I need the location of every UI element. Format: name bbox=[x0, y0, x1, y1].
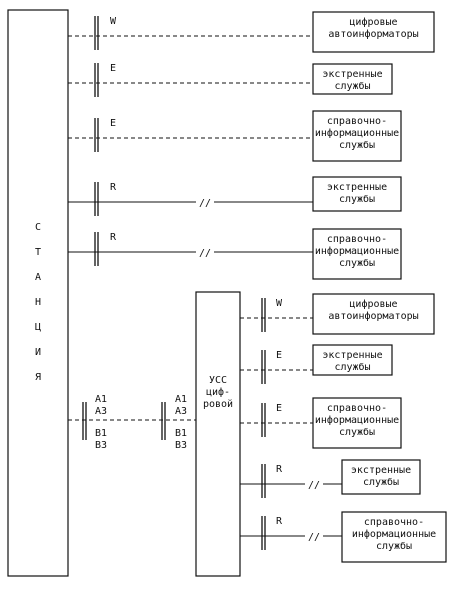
service-box-line: информационные bbox=[352, 528, 436, 540]
service-box bbox=[312, 344, 393, 376]
service-box bbox=[312, 110, 402, 162]
station-label: С Т А Н Ц И Я bbox=[35, 222, 41, 383]
service-box-line: автоинформаторы bbox=[328, 28, 418, 40]
station-letter: Н bbox=[35, 297, 41, 308]
port-label-usc: B1 bbox=[175, 428, 187, 439]
service-box-line: экстренные bbox=[322, 69, 382, 80]
branch-code: W bbox=[110, 16, 117, 27]
service-box-line: службы bbox=[376, 540, 412, 552]
usc-block bbox=[195, 291, 241, 577]
port-label-station: A3 bbox=[95, 406, 107, 417]
service-box-line: службы bbox=[334, 361, 370, 373]
branch-code: R bbox=[110, 182, 117, 193]
junction-bar bbox=[261, 350, 266, 384]
break-mark: // bbox=[308, 532, 320, 543]
service-box bbox=[312, 63, 393, 95]
station-letter: Я bbox=[35, 372, 41, 383]
junction-bar bbox=[94, 63, 99, 97]
service-box-line: информационные bbox=[315, 127, 399, 139]
port-label-usc: A3 bbox=[175, 406, 187, 417]
service-box-line: справочно- bbox=[327, 116, 387, 127]
service-box-line: автоинформаторы bbox=[328, 310, 418, 322]
service-box-line: цифровые bbox=[349, 298, 397, 310]
station-letter: Ц bbox=[35, 322, 41, 333]
station-letter: Т bbox=[35, 247, 41, 258]
break-mark: // bbox=[199, 198, 211, 209]
junction-bar bbox=[261, 516, 266, 550]
service-box-line: экстренные bbox=[322, 350, 382, 361]
port-label-station: B1 bbox=[95, 428, 107, 439]
port-label-usc: A1 bbox=[175, 394, 187, 405]
port-label-station: A1 bbox=[95, 394, 107, 405]
branch-code: E bbox=[110, 63, 116, 74]
junction-bar bbox=[261, 403, 266, 437]
break-mark: // bbox=[308, 480, 320, 491]
branch-code: W bbox=[276, 298, 283, 309]
station-block bbox=[7, 9, 69, 577]
junction-bar bbox=[94, 232, 99, 266]
junction-bar bbox=[94, 16, 99, 50]
service-box bbox=[312, 397, 402, 449]
usc-label-line: циф- bbox=[206, 386, 230, 398]
service-box bbox=[312, 228, 402, 280]
service-box-line: службы bbox=[339, 257, 375, 269]
service-box-line: службы bbox=[339, 139, 375, 151]
service-box-line: информационные bbox=[315, 414, 399, 426]
service-box bbox=[312, 293, 435, 335]
service-box-line: службы bbox=[339, 426, 375, 438]
station-letter: А bbox=[35, 272, 41, 283]
port-label-usc: B3 bbox=[175, 440, 187, 451]
station-letter: И bbox=[35, 347, 41, 358]
branch-code: E bbox=[276, 403, 282, 414]
service-box-line: справочно- bbox=[327, 403, 387, 414]
service-box-line: службы bbox=[363, 476, 399, 488]
branch-code: E bbox=[276, 350, 282, 361]
branch-code: R bbox=[276, 464, 283, 475]
service-box-line: справочно- bbox=[364, 517, 424, 528]
service-box-line: справочно- bbox=[327, 234, 387, 245]
service-box bbox=[312, 176, 402, 212]
service-box-line: цифровые bbox=[349, 16, 397, 28]
service-box bbox=[312, 11, 435, 53]
junction-bar bbox=[261, 464, 266, 498]
station-letter: С bbox=[35, 222, 41, 233]
branch-code: R bbox=[276, 516, 283, 527]
service-box-line: информационные bbox=[315, 245, 399, 257]
junction-bar bbox=[94, 118, 99, 152]
service-box-line: службы bbox=[334, 80, 370, 92]
service-box bbox=[341, 459, 421, 495]
trunk-bar-station bbox=[82, 402, 87, 440]
service-box bbox=[341, 511, 447, 563]
junction-bar bbox=[94, 182, 99, 216]
trunk-bar-usc bbox=[161, 402, 166, 440]
branch-code: E bbox=[110, 118, 116, 129]
usc-label-line: ровой bbox=[203, 398, 233, 410]
branch-code: R bbox=[110, 232, 117, 243]
service-box-line: экстренные bbox=[327, 182, 387, 193]
port-label-station: B3 bbox=[95, 440, 107, 451]
service-box-line: экстренные bbox=[351, 465, 411, 476]
usc-label-line: УСС bbox=[209, 375, 227, 386]
service-box-line: службы bbox=[339, 193, 375, 205]
break-mark: // bbox=[199, 248, 211, 259]
junction-bar bbox=[261, 298, 266, 332]
